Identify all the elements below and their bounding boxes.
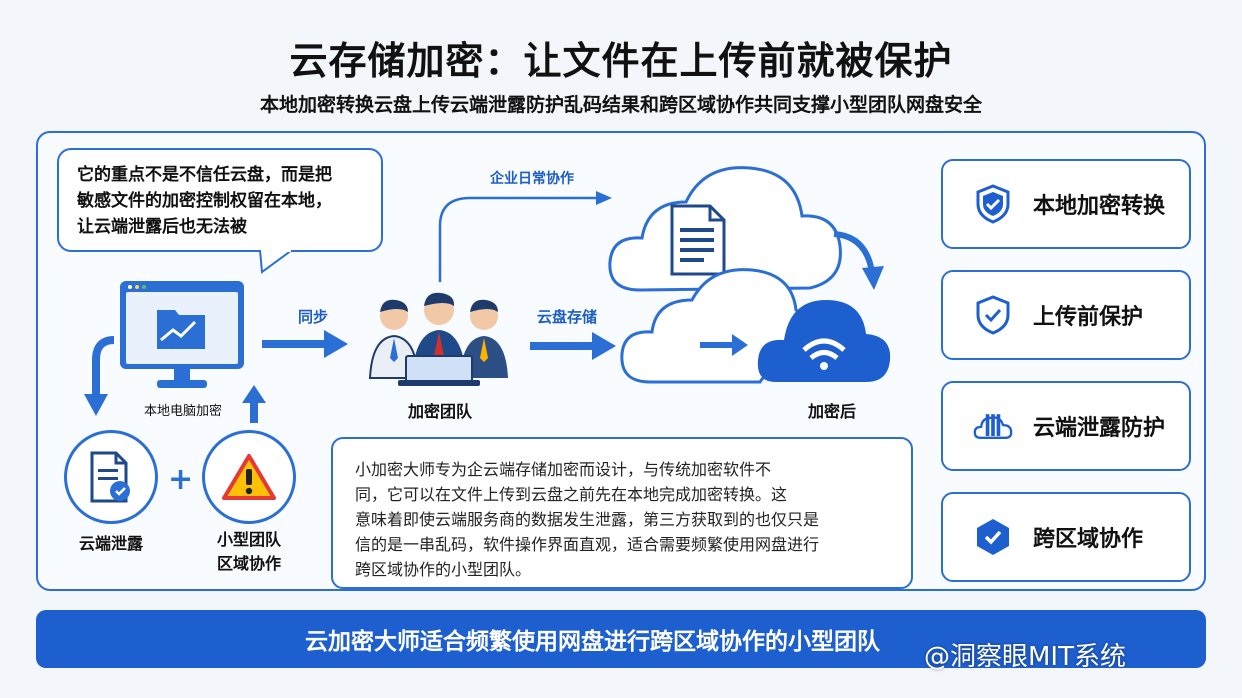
feature-label: 跨区域协作 (1033, 527, 1144, 552)
description-line: 信的是一串乱码，软件操作界面直观，适合需要频繁使用网盘进行 (355, 535, 820, 554)
cloud-server-icon (973, 406, 1013, 446)
cloud-illustration (608, 166, 891, 384)
document-lock-icon (90, 451, 130, 503)
local-pc-label: 本地电脑加密 (143, 404, 222, 419)
description-box: 小加密大师专为企云端存储加密而设计，与传统加密软件不 同，它可以在文件上传到云盘… (331, 437, 913, 589)
team-risk-line: 区域协作 (216, 554, 281, 573)
team-risk-label: 小型团队 区域协作 (194, 528, 304, 576)
up-arrow-icon (242, 385, 266, 423)
description-line: 意味着即使云端服务商的数据发生泄露，第三方获取到的也仅只是 (355, 510, 820, 529)
computer-monitor-icon (120, 281, 244, 388)
warning-icon (222, 454, 276, 500)
bubble-line: 敏感文件的加密控制权留在本地， (77, 191, 332, 211)
shield-check-icon (973, 184, 1013, 224)
daily-collab-label: 企业日常协作 (490, 171, 574, 187)
team-risk-circle (202, 430, 296, 524)
feature-label: 云端泄露防护 (1033, 416, 1166, 441)
team-risk-line: 小型团队 (216, 530, 281, 549)
cloud-leak-label: 云端泄露 (78, 534, 143, 553)
feature-label: 本地加密转换 (1033, 194, 1166, 219)
feature-card-local-encrypt: 本地加密转换 (941, 159, 1191, 249)
sync-label: 同步 (298, 308, 329, 326)
feature-label: 上传前保护 (1033, 305, 1144, 330)
banner-text: 云加密大师适合频繁使用网盘进行跨区域协作的小型团队 (305, 629, 880, 655)
sync-arrow-icon (262, 330, 348, 358)
bubble-tail (259, 250, 293, 274)
bottom-banner (36, 610, 1206, 668)
shield-outline-icon (973, 295, 1013, 335)
cloud-storage-label: 云盘存储 (537, 308, 598, 326)
down-arrow-icon (84, 336, 115, 416)
speech-bubble: 它的重点不是不信任云盘，而是把 敏感文件的加密控制权留在本地， 让云端泄露后也无… (57, 148, 383, 252)
after-encrypt-label: 加密后 (807, 402, 856, 421)
team-icon (368, 292, 508, 386)
description-line: 小加密大师专为企云端存储加密而设计，与传统加密软件不 (355, 460, 772, 479)
page-title: 云存储加密：让文件在上传前就被保护 (289, 39, 953, 83)
curved-arrow-icon (438, 191, 612, 282)
team-label: 加密团队 (407, 402, 472, 421)
upload-arrow-icon (530, 332, 616, 360)
feature-card-cross-region: 跨区域协作 (941, 492, 1191, 582)
badge-check-icon (973, 517, 1013, 557)
page-subtitle: 本地加密转换云盘上传云端泄露防护乱码结果和跨区域协作共同支撑小型团队网盘安全 (259, 94, 982, 116)
watermark: @洞察眼MIT系统 (924, 642, 1126, 672)
feature-card-pre-upload: 上传前保护 (941, 270, 1191, 360)
bubble-line: 它的重点不是不信任云盘，而是把 (77, 165, 332, 185)
description-line: 同，它可以在文件上传到云盘之前先在本地完成加密转换。这 (355, 485, 788, 504)
plus-sign: + (168, 462, 194, 497)
feature-card-leak-protect: 云端泄露防护 (941, 381, 1191, 471)
cloud-leak-circle (64, 430, 158, 524)
description-line: 跨区域协作的小型团队。 (355, 560, 532, 579)
bubble-line: 让云端泄露后也无法被 (77, 217, 247, 237)
